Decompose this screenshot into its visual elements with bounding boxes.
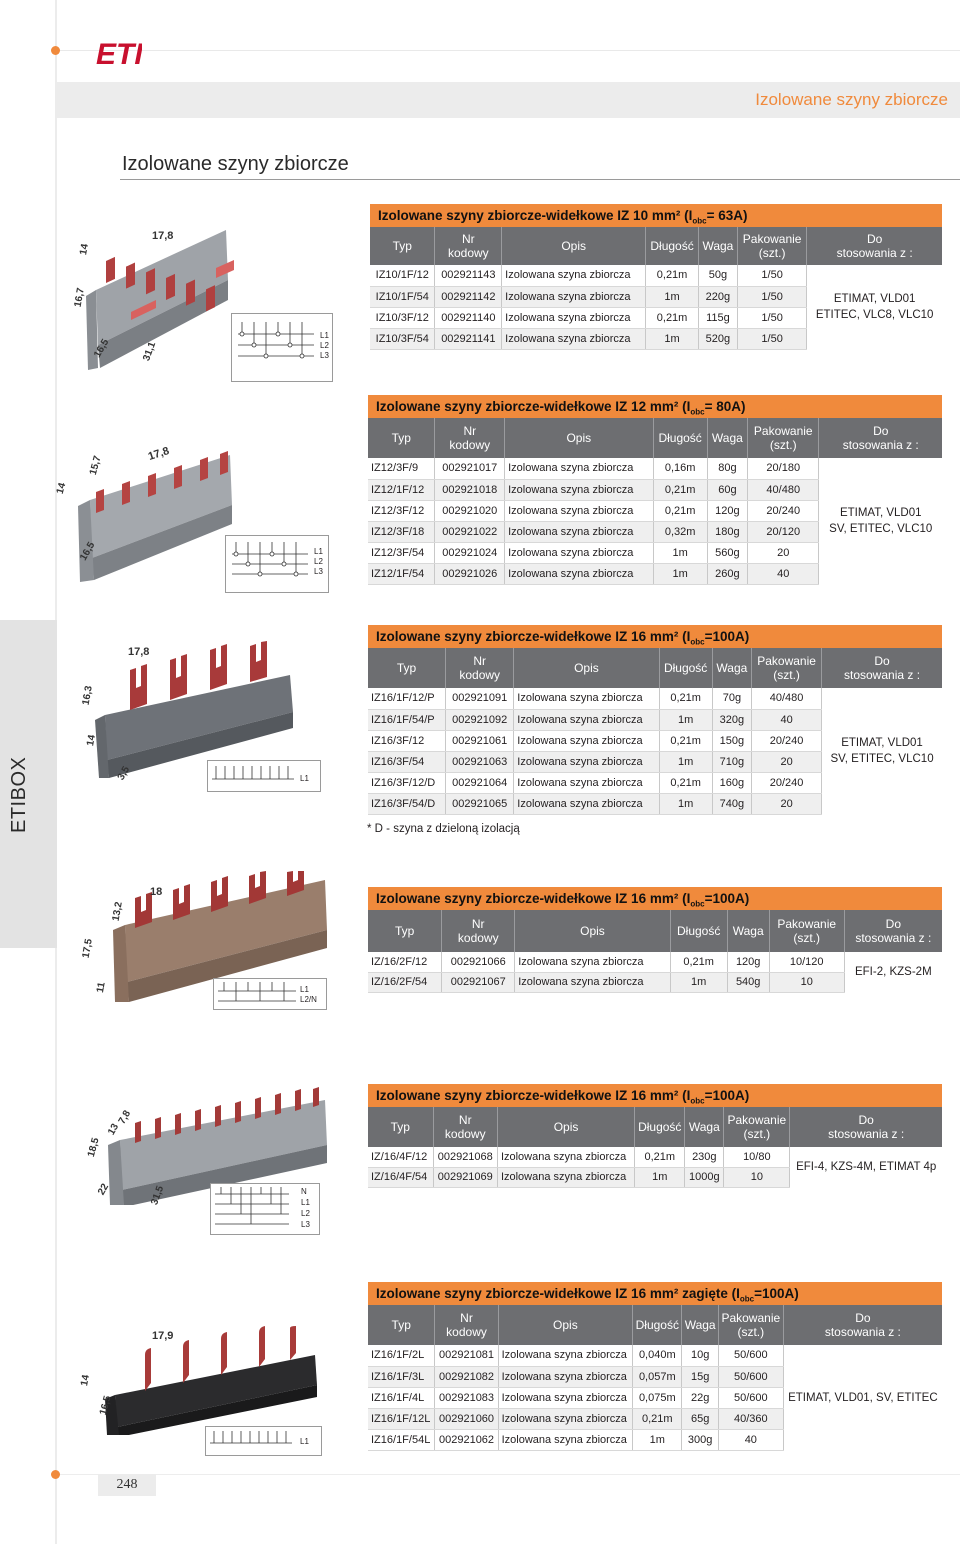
table-title-16mm: Izolowane szyny zbiorcze-widełkowe IZ 16… <box>368 625 942 648</box>
page-title: Izolowane szyny zbiorcze <box>122 153 349 175</box>
header-band <box>55 82 960 118</box>
bottom-rule <box>55 1474 960 1475</box>
busbar-photo-10mm <box>86 230 234 370</box>
footnote: * D - szyna z dzieloną izolacją <box>367 823 520 835</box>
wiring-diagram <box>231 313 333 382</box>
line-labels: L1 <box>300 774 309 783</box>
dim-label: 17,8 <box>152 230 174 242</box>
line-labels: L1 <box>300 1437 309 1446</box>
busbar-photo-12mm <box>78 451 232 582</box>
compatibility-cell: EFI-4, KZS-4M, ETIMAT 4p <box>789 1147 942 1187</box>
wiring-diagram <box>210 1183 320 1235</box>
table-title-16mm-4p: Izolowane szyny zbiorcze-widełkowe IZ 16… <box>368 1084 942 1107</box>
dim-label: 14 <box>79 1374 92 1387</box>
busbar-photo-16mm-2p <box>113 871 327 1002</box>
compatibility-cell: ETIMAT, VLD01, SV, ETITEC <box>783 1345 942 1450</box>
table-title-10mm: Izolowane szyny zbiorcze-widełkowe IZ 10… <box>370 204 942 227</box>
dim-label: 18 <box>150 886 163 898</box>
top-bullet-dot <box>51 46 60 55</box>
table-title-16mm-bent: Izolowane szyny zbiorcze-widełkowe IZ 16… <box>368 1282 942 1305</box>
svg-text:ETI: ETI <box>96 38 142 70</box>
dim-label: 11 <box>94 981 108 994</box>
wiring-diagram <box>213 978 327 1010</box>
wiring-diagram <box>225 535 329 593</box>
busbar-photo-16mm-4p <box>108 1087 327 1205</box>
table-title-12mm: Izolowane szyny zbiorcze-widełkowe IZ 12… <box>368 395 942 418</box>
busbar-photo-16mm <box>95 641 293 778</box>
dim-label: 17,5 <box>80 937 95 960</box>
compatibility-cell: EFI-2, KZS-2M <box>844 952 942 992</box>
wiring-diagram <box>205 1426 322 1456</box>
dim-label: 14 <box>85 734 98 747</box>
side-tab <box>0 620 57 948</box>
bottom-bullet-dot <box>51 1470 60 1479</box>
page-number: 248 <box>98 1474 156 1496</box>
dim-label: 17,9 <box>152 1330 174 1342</box>
busbar-photo-16mm-bent <box>105 1326 317 1435</box>
side-tab-label: ETIBOX <box>8 756 30 834</box>
title-rule <box>120 179 960 180</box>
table-title-16mm-2p: Izolowane szyny zbiorcze-widełkowe IZ 16… <box>368 887 942 910</box>
wiring-diagram <box>207 760 321 792</box>
dim-label: 14 <box>78 243 91 256</box>
dim-label: 17,8 <box>128 646 150 658</box>
eti-logo: ETI <box>96 38 142 70</box>
header-section-title: Izolowane szyny zbiorcze <box>755 90 948 109</box>
top-rule <box>55 50 960 51</box>
